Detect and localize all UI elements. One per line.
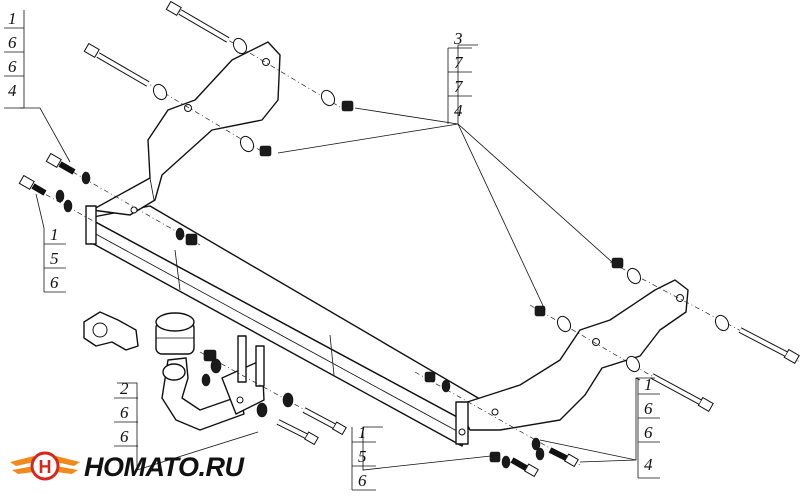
bolt-top-1 [165,0,230,43]
bolts [18,0,800,478]
callout-label: 6 [8,33,17,52]
callout-label: 5 [50,249,59,268]
callout-label: 2 [120,379,129,398]
bolt-left-2 [18,174,47,196]
washers-and-nuts [55,37,730,469]
callout-label: 6 [644,399,653,418]
bolt-ball-1 [302,407,347,436]
callout-label: 1 [50,225,59,244]
callout-label: 4 [644,455,653,474]
leader-lines [20,44,655,471]
callout-ball: 2 6 6 [114,379,138,447]
callout-label: 6 [644,423,653,442]
callout-label: 7 [454,53,464,72]
bolt-right-low [548,447,579,468]
tow-ball-assembly [155,312,265,431]
bolt-bottom-1 [510,457,539,478]
svg-text:H: H [39,457,52,477]
callout-label: 6 [358,471,367,490]
homato-logo: H HOMATO.RU [8,446,258,490]
callout-right: 1 6 6 4 [637,375,660,479]
left-mounting-bracket [85,41,281,245]
callout-label: 5 [358,447,367,466]
winged-h-logo-icon: H [10,451,80,481]
callout-label: 6 [120,403,129,422]
callout-label: 1 [8,9,17,28]
bolt-left-1 [45,152,76,175]
callout-bottom-center: 1 5 6 [351,423,376,491]
socket-bracket [83,311,139,351]
callout-label: 4 [454,101,463,120]
bolt-top-2 [83,42,150,87]
logo-text: HOMATO.RU [84,452,244,482]
callout-label: 6 [50,273,59,292]
bolt-ball-2 [276,419,319,446]
bolt-right-top [738,327,800,365]
crossbar-beam [87,205,486,447]
callout-label: 1 [644,375,653,394]
callout-label: 4 [8,81,17,100]
callout-label: 7 [454,77,464,96]
callout-label: 1 [358,423,367,442]
callout-label: 3 [453,29,463,48]
callout-top-left: 1 6 6 4 [4,9,25,109]
callout-label: 6 [120,427,129,446]
callout-left-mid: 1 5 6 [43,225,66,293]
bolt-right-mid [650,373,714,413]
callout-top-center: 3 7 7 4 [447,29,472,124]
callout-label: 6 [8,57,17,76]
right-mounting-bracket [455,279,689,445]
